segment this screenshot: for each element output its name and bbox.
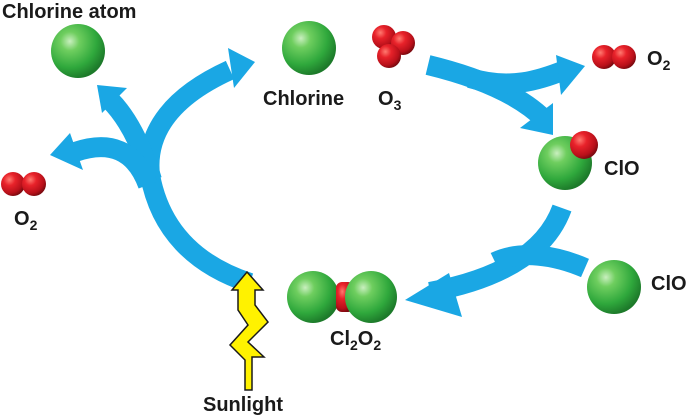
label-chlorine: Chlorine <box>263 88 345 110</box>
label-o3-sub: 3 <box>393 97 402 113</box>
o2-top-molecule <box>592 45 636 69</box>
arrow-branch-o2-top <box>467 60 569 94</box>
cl2o2-molecule <box>287 271 397 323</box>
label-o2-left-sub: 2 <box>29 217 38 233</box>
arrow-branch-o2-left <box>71 137 158 189</box>
label-o2-left-base: O <box>14 208 30 230</box>
label-clo-right: ClO <box>651 273 687 295</box>
chlorine-atom-molecule <box>51 24 105 78</box>
label-chlorine-atom: Chlorine atom <box>2 1 137 23</box>
arrowhead-chlorine-atom <box>97 85 127 113</box>
label-cl2o2-b: O <box>357 328 374 350</box>
sunlight-bolt-icon <box>228 270 269 391</box>
label-clo-top: ClO <box>604 158 640 180</box>
o3-molecule <box>372 25 415 68</box>
label-sunlight: Sunlight <box>203 394 283 416</box>
arrow-branch-clo-right <box>490 245 589 278</box>
arrowhead-cl2o2 <box>405 273 462 317</box>
label-o3-base: O <box>378 88 394 110</box>
label-cl2o2: Cl2O2 <box>330 328 381 352</box>
label-cl2o2-a: Cl <box>330 328 350 350</box>
label-o2-top-base: O <box>647 48 663 70</box>
arrowhead-chlorine <box>228 48 255 88</box>
arrowhead-o2-left <box>50 133 83 170</box>
label-o3: O3 <box>378 88 401 112</box>
clo-top-molecule <box>538 131 598 190</box>
o2-left-molecule <box>1 172 46 196</box>
label-cl2o2-b-sub: 2 <box>373 337 382 353</box>
arrow-left-arc <box>139 60 254 293</box>
label-cl2o2-a-sub: 2 <box>350 337 358 353</box>
chlorine-molecule <box>282 21 336 75</box>
label-o2-top: O2 <box>647 48 670 72</box>
label-o2-left: O2 <box>14 208 37 232</box>
clo-right-molecule <box>587 260 641 314</box>
arrowhead-o2-top <box>556 55 585 95</box>
arrowhead-clo <box>520 103 553 135</box>
label-o2-top-sub: 2 <box>662 57 671 73</box>
